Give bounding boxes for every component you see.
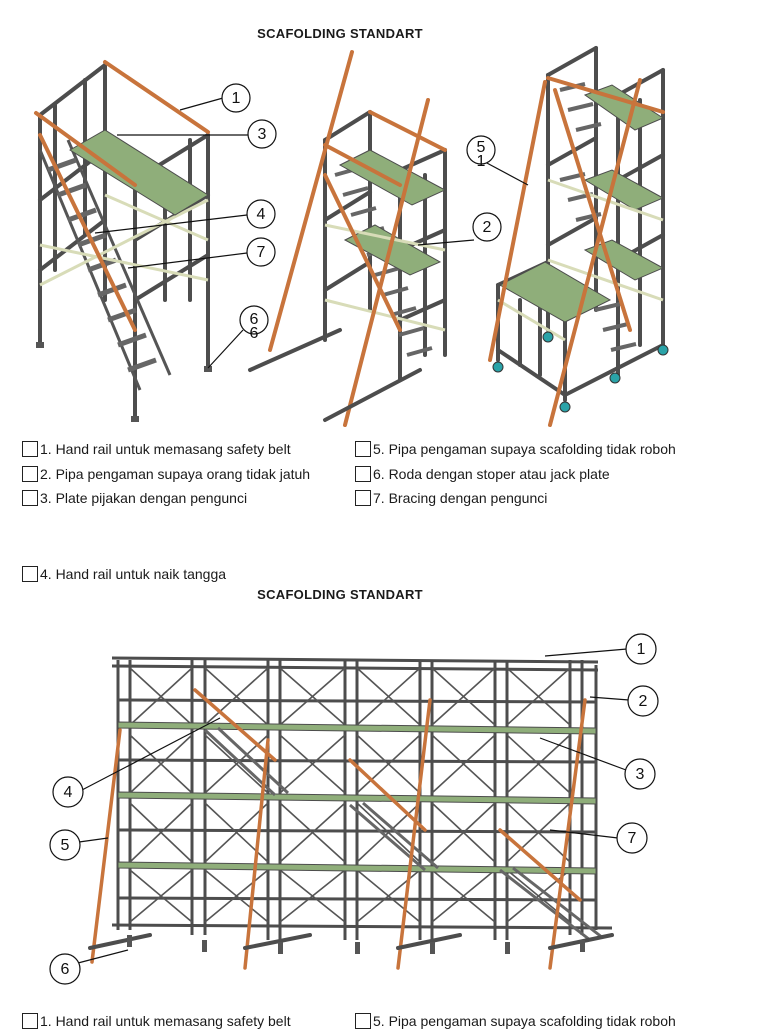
plate-c2 xyxy=(583,169,665,211)
legend2-item-5: 5. Pipa pengaman supaya scafolding tidak… xyxy=(355,1012,676,1030)
callout-1: 1 xyxy=(637,641,646,658)
legend2-item-1: 1. Hand rail untuk memasang safety belt xyxy=(22,1012,291,1030)
callout-1-dup: 1 xyxy=(477,153,486,170)
legend-item-1: 1. Hand rail untuk memasang safety belt xyxy=(22,440,291,458)
legend-item-3: 3. Plate pijakan dengan pengunci xyxy=(22,489,247,507)
callout-6: 6 xyxy=(250,311,259,328)
plate-b-top xyxy=(338,149,447,206)
checkbox[interactable] xyxy=(22,441,38,457)
callout-4: 4 xyxy=(257,206,266,223)
tower-c xyxy=(496,46,665,402)
callout-3: 3 xyxy=(258,126,267,143)
callout-7: 7 xyxy=(628,830,637,847)
legend-item-2: 2. Pipa pengaman supaya orang tidak jatu… xyxy=(22,465,310,483)
callout-7: 7 xyxy=(257,244,266,261)
legend-item-5: 5. Pipa pengaman supaya scafolding tidak… xyxy=(355,440,676,458)
callout-6: 6 xyxy=(61,961,70,978)
checkbox[interactable] xyxy=(355,466,371,482)
legend-item-7: 7. Bracing dengan pengunci xyxy=(355,489,547,507)
callout-6-dup: 6 xyxy=(250,325,259,342)
callout-3: 3 xyxy=(636,766,645,783)
scaffold-diagram-towers: 1 3 4 7 6 6 2 5 1 xyxy=(34,46,669,427)
callout-2: 2 xyxy=(483,219,492,236)
section1-title: SCAFOLDING STANDART xyxy=(257,26,423,41)
safety-pipes xyxy=(90,688,587,970)
checkbox[interactable] xyxy=(22,1013,38,1029)
callout-2: 2 xyxy=(639,693,648,710)
callout-5: 5 xyxy=(61,837,70,854)
checkbox[interactable] xyxy=(22,566,38,582)
plate-a xyxy=(69,129,209,216)
checkbox[interactable] xyxy=(355,490,371,506)
checkbox[interactable] xyxy=(22,490,38,506)
stair-a xyxy=(38,139,172,391)
cross-bracing xyxy=(129,667,571,923)
section2-title: SCAFOLDING STANDART xyxy=(257,587,423,602)
callout-5: 5 xyxy=(477,139,486,156)
plate-c-base xyxy=(498,261,612,323)
callout-4: 4 xyxy=(64,784,73,801)
callout-1: 1 xyxy=(232,90,241,107)
scaffold-diagram-wall: 1 2 3 4 5 7 6 xyxy=(49,633,659,985)
legend-item-6: 6. Roda dengan stoper atau jack plate xyxy=(355,465,610,483)
wheels xyxy=(492,331,669,413)
checkbox[interactable] xyxy=(355,441,371,457)
legend-item-4: 4. Hand rail untuk naik tangga xyxy=(22,565,226,583)
checkbox[interactable] xyxy=(22,466,38,482)
checkbox[interactable] xyxy=(355,1013,371,1029)
